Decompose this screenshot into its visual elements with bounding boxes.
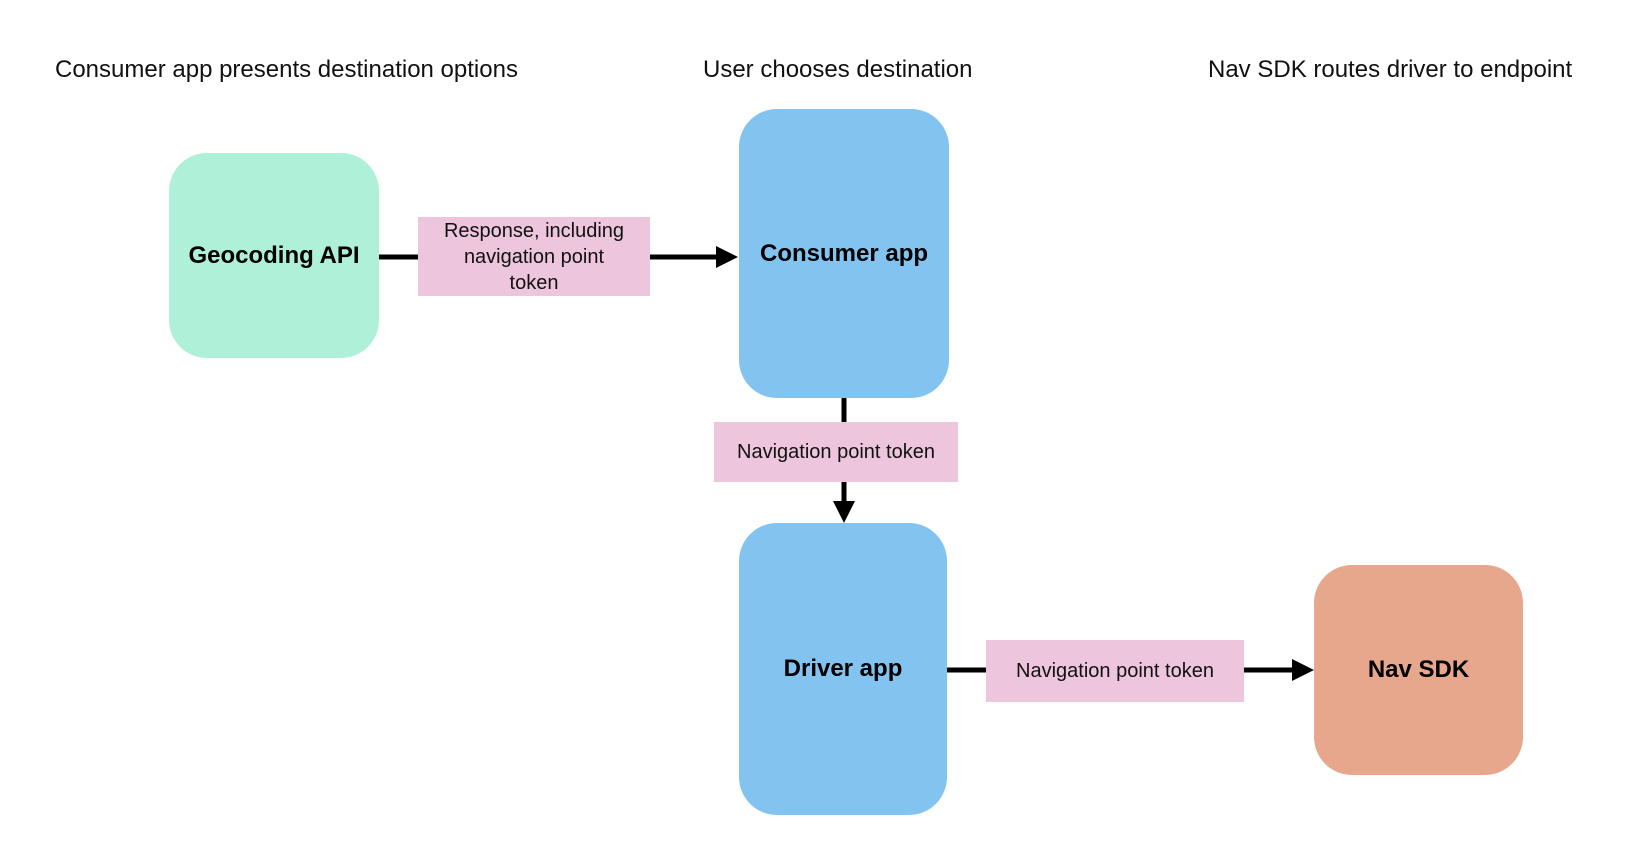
column-header-user-chooses: User chooses destination — [703, 56, 973, 83]
edge-label-navigation-point-token-vertical: Navigation point token — [714, 422, 958, 482]
node-driver-app-label: Driver app — [783, 655, 903, 682]
node-consumer-app: Consumer app — [739, 109, 949, 398]
edge-label-response-including-token: Response, including navigation point tok… — [418, 217, 650, 296]
column-header-consumer-presents: Consumer app presents destination option… — [55, 56, 518, 83]
edge-label-navigation-point-token-horizontal: Navigation point token — [986, 640, 1244, 702]
node-consumer-app-label: Consumer app — [759, 239, 929, 267]
node-nav-sdk-label: Nav SDK — [1367, 656, 1470, 683]
node-driver-app: Driver app — [739, 523, 947, 815]
node-geocoding-api: Geocoding API — [169, 153, 379, 358]
column-header-nav-sdk-routes: Nav SDK routes driver to endpoint — [1208, 56, 1573, 83]
node-nav-sdk: Nav SDK — [1314, 565, 1523, 775]
node-geocoding-api-label: Geocoding API — [188, 241, 360, 269]
